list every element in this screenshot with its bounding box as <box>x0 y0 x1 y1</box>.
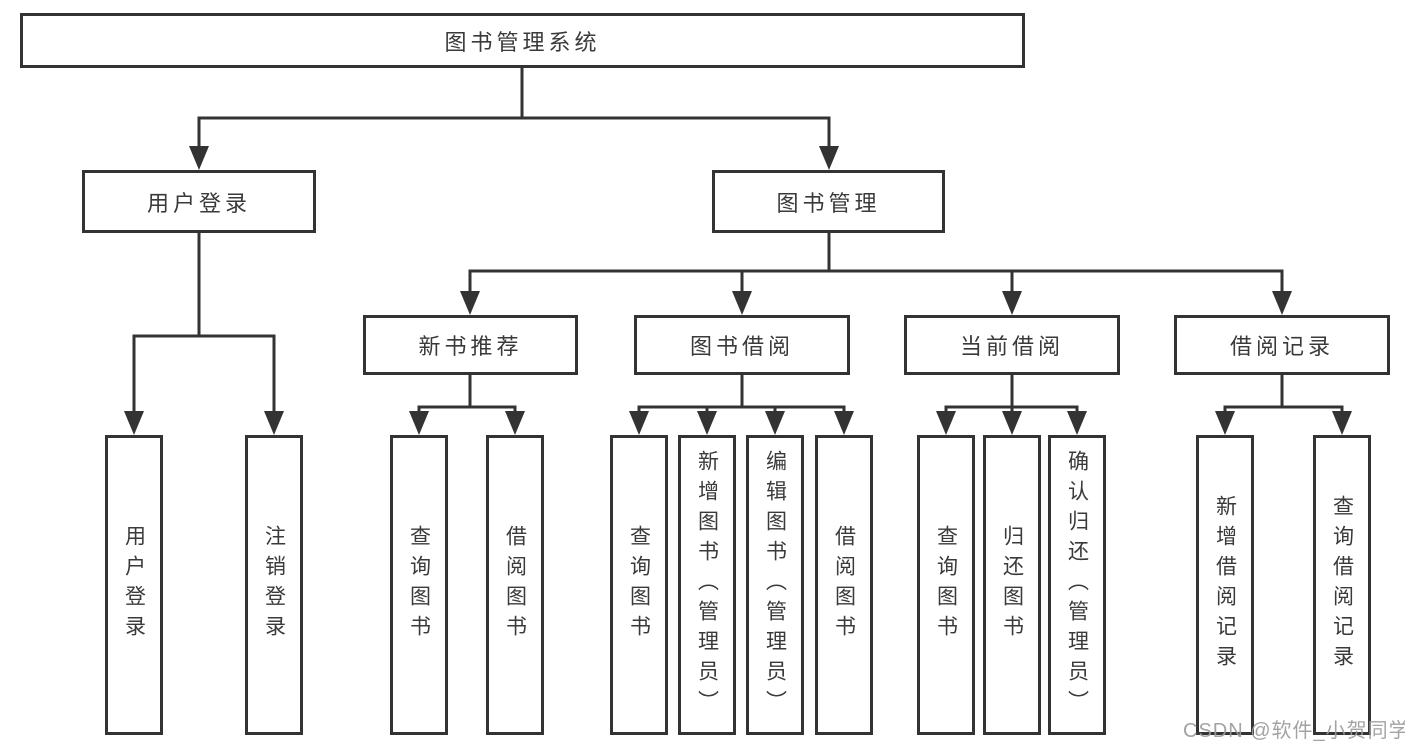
leaf-return-books: 归还图书 <box>983 435 1041 735</box>
csdn-watermark: CSDN @软件_小贺同学 <box>1183 720 1405 742</box>
leaf-query-books-current: 查询图书 <box>917 435 975 735</box>
node-borrow-records-label: 借阅记录 <box>1229 334 1334 359</box>
leaf-logout: 注销登录 <box>245 435 303 735</box>
node-current-borrow: 当前借阅 <box>904 315 1120 375</box>
leaf-user-login-label: 用户登录 <box>122 525 146 645</box>
node-book-borrow-label: 图书借阅 <box>689 334 794 359</box>
connector-borrow-records <box>1215 373 1352 435</box>
node-book-borrow: 图书借阅 <box>634 315 850 375</box>
node-new-book-recommend-label: 新书推荐 <box>418 334 523 359</box>
leaf-logout-label: 注销登录 <box>262 525 286 645</box>
leaf-query-books-current-label: 查询图书 <box>934 525 958 645</box>
leaf-edit-books-admin: 编辑图书（管理员） <box>746 435 804 735</box>
node-new-book-recommend: 新书推荐 <box>363 315 578 375</box>
node-user-login: 用户登录 <box>82 170 316 233</box>
leaf-query-books-borrow-label: 查询图书 <box>627 525 651 645</box>
leaf-edit-books-admin-label: 编辑图书（管理员） <box>763 450 787 720</box>
node-root-label: 图书管理系统 <box>444 29 601 55</box>
leaf-query-books-recommend: 查询图书 <box>390 435 448 735</box>
node-user-login-label: 用户登录 <box>146 190 251 216</box>
node-borrow-records: 借阅记录 <box>1174 315 1390 375</box>
leaf-query-books-borrow: 查询图书 <box>610 435 668 735</box>
leaf-query-borrow-record-label: 查询借阅记录 <box>1330 495 1354 675</box>
connector-book-borrow <box>629 373 854 435</box>
leaf-confirm-return-admin: 确认归还（管理员） <box>1048 435 1106 735</box>
node-root: 图书管理系统 <box>20 13 1025 68</box>
leaf-user-login: 用户登录 <box>105 435 163 735</box>
leaf-add-books-admin: 新增图书（管理员） <box>678 435 736 735</box>
connector-root <box>189 66 839 170</box>
leaf-borrow-books-label: 借阅图书 <box>832 525 856 645</box>
node-book-management-label: 图书管理 <box>776 190 881 216</box>
leaf-query-borrow-record: 查询借阅记录 <box>1313 435 1371 735</box>
connector-current-borrow <box>936 373 1087 435</box>
leaf-borrow-books-recommend: 借阅图书 <box>486 435 544 735</box>
node-book-management: 图书管理 <box>712 170 945 233</box>
leaf-return-books-label: 归还图书 <box>1000 525 1024 645</box>
connector-new-book-recommend <box>409 373 525 435</box>
leaf-query-books-recommend-label: 查询图书 <box>407 525 431 645</box>
leaf-add-borrow-record-label: 新增借阅记录 <box>1213 495 1237 675</box>
node-current-borrow-label: 当前借阅 <box>959 334 1064 359</box>
leaf-confirm-return-admin-label: 确认归还（管理员） <box>1065 450 1089 720</box>
connector-book-management <box>460 231 1292 315</box>
leaf-borrow-books-recommend-label: 借阅图书 <box>503 525 527 645</box>
leaf-add-books-admin-label: 新增图书（管理员） <box>695 450 719 720</box>
leaf-add-borrow-record: 新增借阅记录 <box>1196 435 1254 735</box>
connector-user-login <box>124 231 284 435</box>
leaf-borrow-books: 借阅图书 <box>815 435 873 735</box>
